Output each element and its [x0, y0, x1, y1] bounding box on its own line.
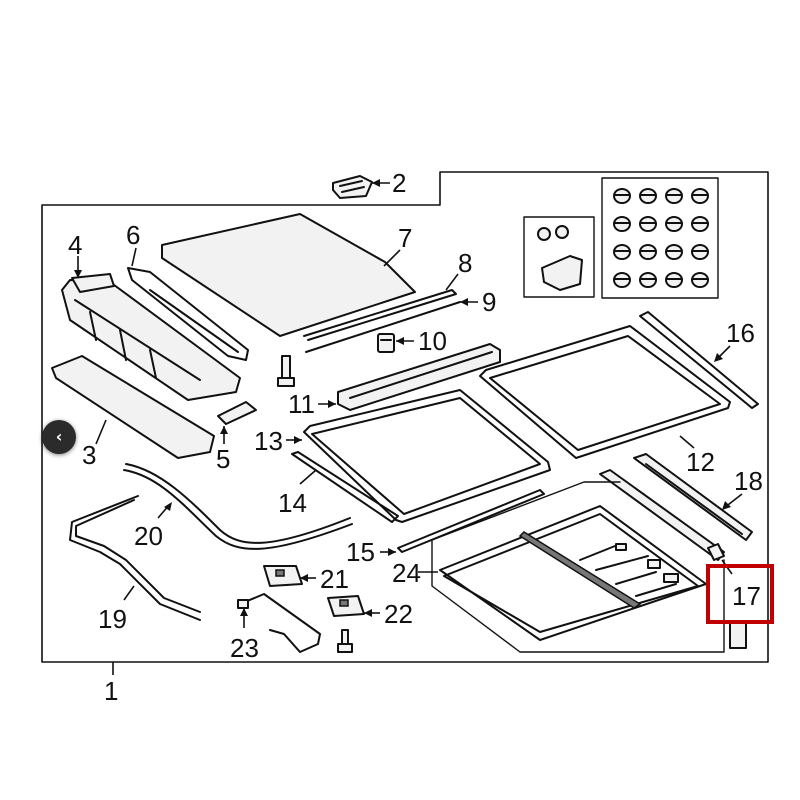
- part-15-seal[interactable]: [397, 489, 545, 553]
- part-5-bracket[interactable]: [217, 401, 257, 425]
- label-20: 20: [134, 521, 163, 551]
- part-24-sunshade[interactable]: [439, 505, 707, 641]
- label-15: 15: [346, 537, 375, 567]
- label-19: 19: [98, 604, 127, 634]
- part-19-drain-tube[interactable]: [69, 495, 201, 621]
- part-7-glass-panel[interactable]: [161, 213, 416, 337]
- label-22: 22: [384, 599, 413, 629]
- part-21-bracket[interactable]: [263, 565, 303, 587]
- label-2: 2: [392, 168, 406, 198]
- part-13-glass-seal[interactable]: [303, 389, 551, 523]
- part-9-seal[interactable]: [305, 301, 461, 353]
- label-14: 14: [278, 488, 307, 518]
- part-14-seal[interactable]: [291, 451, 399, 523]
- label-1: 1: [104, 676, 118, 706]
- bolt-icon: [277, 355, 295, 387]
- label-3: 3: [82, 440, 96, 470]
- label-7: 7: [398, 223, 412, 253]
- part-16-seal-strip[interactable]: [639, 311, 759, 409]
- part-6-side-trim[interactable]: [127, 267, 249, 361]
- part-23-harness[interactable]: [239, 593, 321, 653]
- label-21: 21: [320, 564, 349, 594]
- label-11: 11: [288, 389, 315, 419]
- part-8-seal[interactable]: [303, 289, 457, 341]
- label-17: 17: [732, 581, 761, 611]
- inset-clip-box: [523, 216, 595, 298]
- part-22-bracket[interactable]: [327, 595, 365, 617]
- label-13: 13: [254, 426, 283, 456]
- chevron-left-icon[interactable]: ‹: [42, 420, 76, 454]
- part-2-bracket[interactable]: [332, 175, 373, 199]
- bolt-icon: [337, 629, 353, 653]
- inset-grommet-box: [601, 177, 719, 299]
- label-9: 9: [482, 287, 496, 317]
- part-10-clip[interactable]: [377, 333, 395, 353]
- assembly-frame: [41, 171, 769, 663]
- label-5: 5: [216, 444, 230, 474]
- part-11-cross-member[interactable]: [337, 343, 501, 411]
- part-20-drain-tube[interactable]: [125, 463, 351, 544]
- label-16: 16: [726, 318, 755, 348]
- part-12-rear-seal[interactable]: [479, 325, 731, 459]
- part-3-front-panel[interactable]: [51, 355, 215, 459]
- label-10: 10: [418, 326, 447, 356]
- label-6: 6: [126, 220, 140, 250]
- label-24: 24: [392, 558, 421, 588]
- label-8: 8: [458, 248, 472, 278]
- highlight-box: [706, 564, 774, 624]
- label-18: 18: [734, 466, 763, 496]
- label-4: 4: [68, 230, 82, 260]
- part-18-rail[interactable]: [633, 453, 753, 541]
- label-23: 23: [230, 633, 259, 663]
- nav-prev-glyph: ‹: [55, 427, 63, 446]
- label-12: 12: [686, 447, 715, 477]
- part-4-frame-rail[interactable]: [61, 273, 241, 401]
